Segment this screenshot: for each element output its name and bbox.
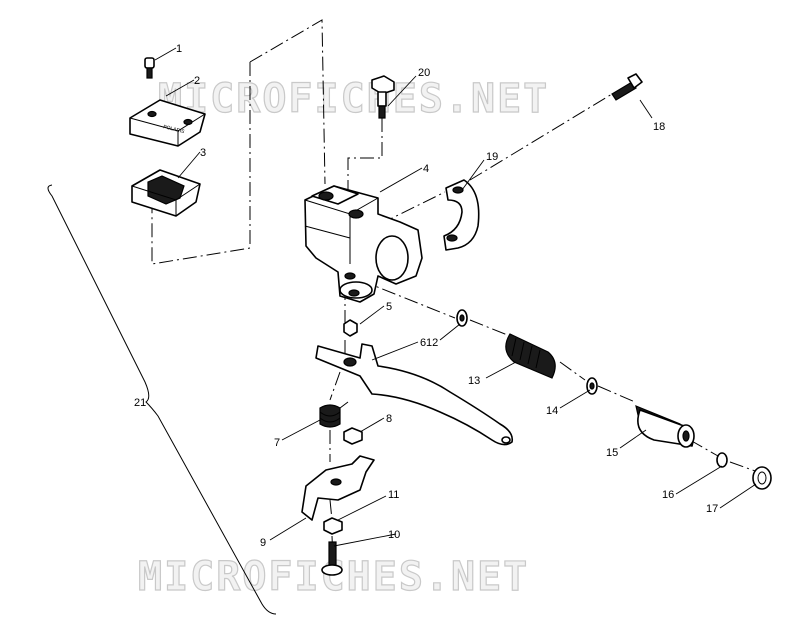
part-19-clamp	[443, 179, 480, 251]
callout-14: 14	[546, 405, 558, 417]
part-9-switch-bracket	[301, 455, 375, 521]
part-17-washer	[752, 466, 772, 490]
callout-13: 13	[468, 375, 480, 387]
callout-20: 20	[418, 67, 430, 79]
part-6-brake-lever	[315, 343, 514, 446]
callout-7: 7	[274, 437, 280, 449]
watermark-top: MICROFICHES.NET	[158, 76, 549, 122]
part-8-nut	[343, 427, 363, 445]
callout-6: 6	[420, 337, 426, 349]
part-20-bolt	[371, 75, 395, 119]
part-15-piston	[635, 405, 695, 448]
callout-5: 5	[386, 301, 392, 313]
part-1-screw	[144, 57, 155, 79]
callout-17: 17	[706, 503, 718, 515]
part-10-screw	[321, 541, 343, 576]
callout-8: 8	[386, 413, 392, 425]
callout-2: 2	[194, 75, 200, 87]
leader-lines	[154, 47, 757, 547]
callout-4: 4	[423, 163, 429, 175]
part-7-spring	[319, 401, 349, 428]
callout-3: 3	[200, 147, 206, 159]
part-2-reservoir-cover: POLARIS	[129, 99, 206, 147]
assembly-line-main	[329, 286, 346, 561]
part-14-washer	[586, 377, 598, 395]
part-13-spring	[505, 333, 556, 379]
callout-9: 9	[260, 537, 266, 549]
callout-21: 21	[134, 397, 146, 409]
callout-1: 1	[176, 43, 182, 55]
callout-12: 12	[426, 337, 438, 349]
part-4-master-cylinder	[304, 185, 423, 303]
callout-10: 10	[388, 529, 400, 541]
callout-11: 11	[388, 489, 399, 501]
callout-18: 18	[653, 121, 665, 133]
bracket-21	[47, 184, 277, 615]
cover-brand-text: POLARIS	[163, 124, 186, 135]
part-18-screw	[611, 73, 643, 101]
part-12-washer	[456, 309, 468, 327]
callout-19: 19	[486, 151, 498, 163]
part-3-diaphragm	[131, 169, 201, 217]
part-5-nut	[343, 319, 358, 337]
callout-15: 15	[606, 447, 618, 459]
callout-16: 16	[662, 489, 674, 501]
assembly-line-bore	[359, 279, 759, 473]
part-11-nut	[323, 517, 343, 535]
part-16-washer	[716, 452, 728, 468]
